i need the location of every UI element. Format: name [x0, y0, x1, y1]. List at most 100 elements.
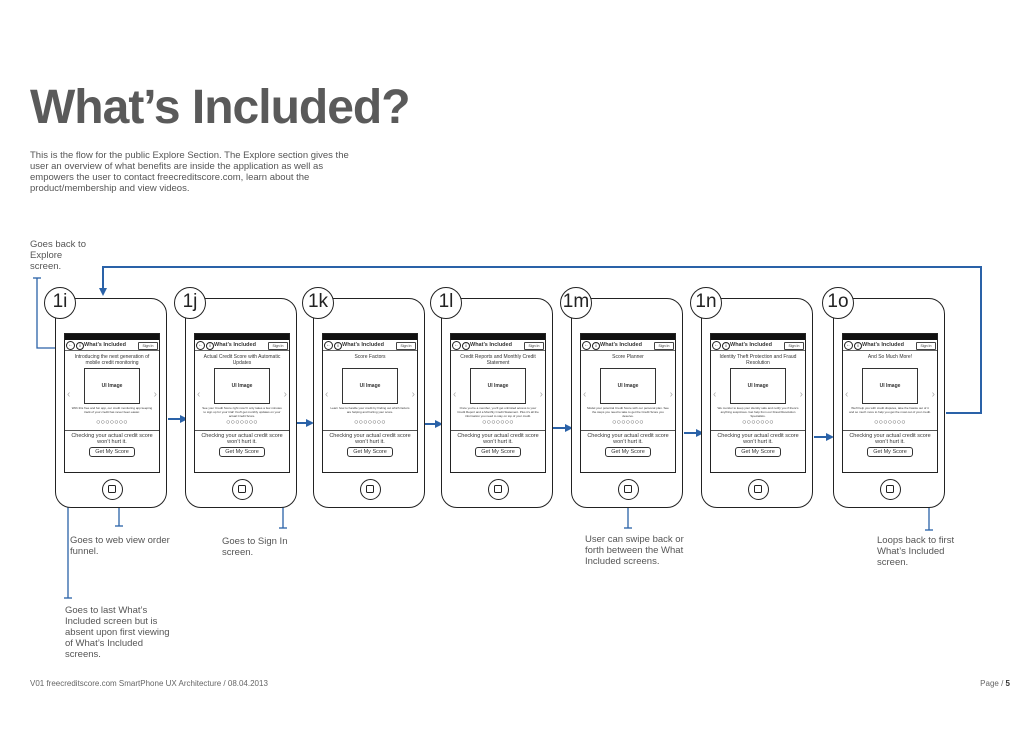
- chevron-right-icon[interactable]: ›: [931, 389, 935, 400]
- pagination-dots[interactable]: ○○○○○○○: [874, 419, 906, 426]
- pagination-dots[interactable]: ○○○○○○○: [96, 419, 128, 426]
- chevron-right-icon[interactable]: ›: [283, 389, 287, 400]
- chevron-right-icon[interactable]: ›: [539, 389, 543, 400]
- chevron-left-icon[interactable]: ‹: [713, 389, 717, 400]
- page-number: Page / 5: [980, 679, 1010, 688]
- step-label: 1m: [560, 287, 592, 319]
- nav-title: What’s Included: [470, 342, 512, 348]
- chevron-left-icon[interactable]: ‹: [845, 389, 849, 400]
- screen-heading: Score Factors: [354, 354, 386, 360]
- back-arrow-icon[interactable]: ←: [66, 341, 75, 350]
- home-button-icon[interactable]: [748, 479, 769, 500]
- screen-description: We monitor to keep your identity safe an…: [717, 406, 799, 418]
- pagination-dots[interactable]: ○○○○○○○: [612, 419, 644, 426]
- home-button-icon[interactable]: [360, 479, 381, 500]
- step-label: 1n: [690, 287, 722, 319]
- loop-back-arrow: [99, 266, 982, 414]
- nav-title: What’s Included: [600, 342, 642, 348]
- chevron-left-icon[interactable]: ‹: [197, 389, 201, 400]
- back-arrow-icon[interactable]: ←: [196, 341, 205, 350]
- check-text: Checking your actual credit score won’t …: [195, 430, 289, 445]
- nav-title: What’s Included: [730, 342, 772, 348]
- phone-1j: 1j ← i What’s Included Sign In Actual Cr…: [174, 287, 297, 508]
- chevron-right-icon[interactable]: ›: [153, 389, 157, 400]
- page-title: What’s Included?: [30, 81, 411, 134]
- phone-1m: 1m ← i What’s Included Sign In Score Pla…: [560, 287, 683, 508]
- sign-in-button[interactable]: Sign In: [268, 342, 288, 350]
- info-icon[interactable]: i: [592, 341, 600, 350]
- phone-1l: 1l ← i What’s Included Sign In Credit Re…: [430, 287, 553, 508]
- get-my-score-button[interactable]: Get My Score: [605, 447, 651, 457]
- intro-text: This is the flow for the public Explore …: [30, 150, 349, 194]
- check-text: Checking your actual credit score won’t …: [711, 430, 805, 445]
- phone-screen: ← i What’s Included Sign In Introducing …: [64, 333, 160, 473]
- info-icon[interactable]: i: [76, 341, 84, 350]
- phone-screen: ← i What’s Included Sign In Score Factor…: [322, 333, 418, 473]
- step-label: 1l: [430, 287, 462, 319]
- info-icon[interactable]: i: [854, 341, 862, 350]
- screen-description: See your Credit Score right now! It only…: [202, 406, 282, 418]
- chevron-right-icon[interactable]: ›: [799, 389, 803, 400]
- chevron-right-icon[interactable]: ›: [411, 389, 415, 400]
- home-button-icon[interactable]: [488, 479, 509, 500]
- home-button-icon[interactable]: [880, 479, 901, 500]
- info-icon[interactable]: i: [334, 341, 342, 350]
- nav-title: What’s Included: [214, 342, 256, 348]
- ui-image-placeholder: UI Image: [862, 368, 918, 404]
- sign-in-button[interactable]: Sign In: [784, 342, 804, 350]
- annotation-goes-back: Goes back to Explore screen.: [30, 239, 86, 272]
- phone-screen: ← i What’s Included Sign In Credit Repor…: [450, 333, 546, 473]
- back-arrow-icon[interactable]: ←: [844, 341, 853, 350]
- nav-title: What’s Included: [342, 342, 384, 348]
- footer-text: V01 freecreditscore.com SmartPhone UX Ar…: [30, 679, 268, 688]
- home-button-icon[interactable]: [232, 479, 253, 500]
- step-label: 1i: [44, 287, 76, 319]
- status-bar: [323, 334, 417, 340]
- chevron-left-icon[interactable]: ‹: [453, 389, 457, 400]
- back-arrow-icon[interactable]: ←: [582, 341, 591, 350]
- ui-image-placeholder: UI Image: [470, 368, 526, 404]
- chevron-right-icon[interactable]: ›: [669, 389, 673, 400]
- get-my-score-button[interactable]: Get My Score: [89, 447, 135, 457]
- sign-in-button[interactable]: Sign In: [524, 342, 544, 350]
- pagination-dots[interactable]: ○○○○○○○: [226, 419, 258, 426]
- status-bar: [843, 334, 937, 340]
- home-button-icon[interactable]: [102, 479, 123, 500]
- chevron-left-icon[interactable]: ‹: [325, 389, 329, 400]
- screen-heading: Identity Theft Protection and Fraud Reso…: [719, 354, 797, 366]
- pagination-dots[interactable]: ○○○○○○○: [354, 419, 386, 426]
- info-icon[interactable]: i: [722, 341, 730, 350]
- check-text: Checking your actual credit score won’t …: [581, 430, 675, 445]
- ui-image-placeholder: UI Image: [600, 368, 656, 404]
- sign-in-button[interactable]: Sign In: [138, 342, 158, 350]
- get-my-score-button[interactable]: Get My Score: [735, 447, 781, 457]
- info-icon[interactable]: i: [462, 341, 470, 350]
- sign-in-button[interactable]: Sign In: [654, 342, 674, 350]
- get-my-score-button[interactable]: Get My Score: [475, 447, 521, 457]
- annotation-swipe: User can swipe back or forth between the…: [585, 534, 684, 567]
- home-button-icon[interactable]: [618, 479, 639, 500]
- check-text: Checking your actual credit score won’t …: [451, 430, 545, 445]
- back-arrow-icon[interactable]: ←: [712, 341, 721, 350]
- nav-bar: ← i What’s Included Sign In: [843, 340, 937, 351]
- status-bar: [65, 334, 159, 340]
- get-my-score-button[interactable]: Get My Score: [867, 447, 913, 457]
- phone-1n: 1n ← i What’s Included Sign In Identity …: [690, 287, 813, 508]
- chevron-left-icon[interactable]: ‹: [583, 389, 587, 400]
- step-label: 1o: [822, 287, 854, 319]
- ui-image-placeholder: UI Image: [730, 368, 786, 404]
- sign-in-button[interactable]: Sign In: [916, 342, 936, 350]
- status-bar: [451, 334, 545, 340]
- phone-screen: ← i What’s Included Sign In Identity The…: [710, 333, 806, 473]
- back-arrow-icon[interactable]: ←: [452, 341, 461, 350]
- get-my-score-button[interactable]: Get My Score: [347, 447, 393, 457]
- pagination-dots[interactable]: ○○○○○○○: [742, 419, 774, 426]
- pagination-dots[interactable]: ○○○○○○○: [482, 419, 514, 426]
- nav-bar: ← i What’s Included Sign In: [581, 340, 675, 351]
- info-icon[interactable]: i: [206, 341, 214, 350]
- sign-in-button[interactable]: Sign In: [396, 342, 416, 350]
- chevron-left-icon[interactable]: ‹: [67, 389, 71, 400]
- get-my-score-button[interactable]: Get My Score: [219, 447, 265, 457]
- nav-title: What’s Included: [84, 342, 126, 348]
- back-arrow-icon[interactable]: ←: [324, 341, 333, 350]
